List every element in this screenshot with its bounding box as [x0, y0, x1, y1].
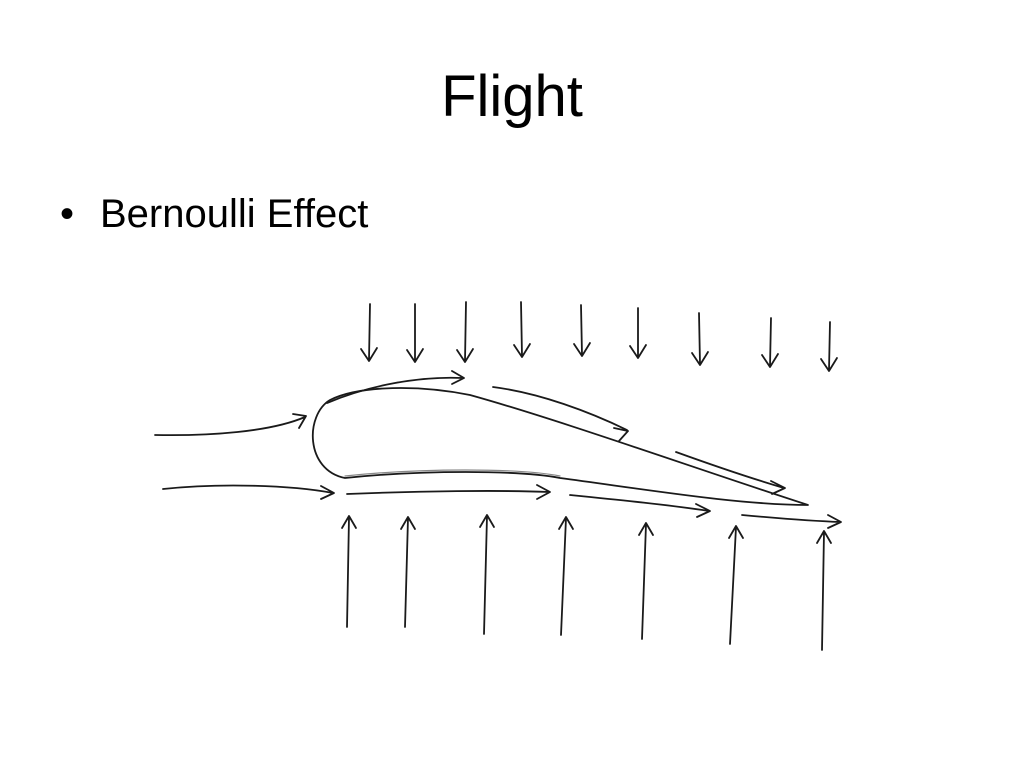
down-arrow	[406, 303, 424, 363]
airflow-arrow	[741, 514, 842, 529]
bullet-item: • Bernoulli Effect	[60, 190, 368, 238]
down-arrow	[629, 307, 647, 359]
airflow-arrow	[675, 451, 786, 495]
down-arrow	[456, 301, 474, 363]
airflow-arrow	[162, 484, 335, 500]
up-arrow	[558, 516, 574, 636]
airflow-top	[154, 370, 786, 495]
airflow-arrow	[326, 370, 465, 404]
down-arrow	[761, 317, 779, 368]
down-arrow	[573, 304, 591, 357]
down-arrow	[820, 321, 838, 372]
down-arrow	[360, 303, 378, 362]
bullet-marker: •	[60, 192, 75, 236]
up-arrow	[479, 514, 495, 635]
up-arrow	[341, 515, 357, 628]
airflow-arrow	[154, 413, 307, 437]
airflow-arrow	[569, 494, 711, 518]
airflow-arrow	[492, 386, 629, 442]
airflow-bottom	[162, 484, 842, 529]
airflow-arrow	[346, 484, 551, 500]
down-arrow	[691, 312, 709, 366]
airfoil-outline	[311, 387, 809, 506]
slide-title: Flight	[441, 64, 583, 129]
up-arrow	[400, 516, 416, 628]
up-arrow	[816, 530, 832, 651]
up-arrow	[638, 522, 654, 640]
upward-arrows	[341, 514, 832, 651]
airfoil-lower-edge-shade	[344, 469, 561, 477]
downward-arrows	[360, 301, 838, 372]
bullet-text: Bernoulli Effect	[100, 192, 369, 236]
down-arrow	[513, 301, 531, 358]
up-arrow	[728, 525, 744, 645]
